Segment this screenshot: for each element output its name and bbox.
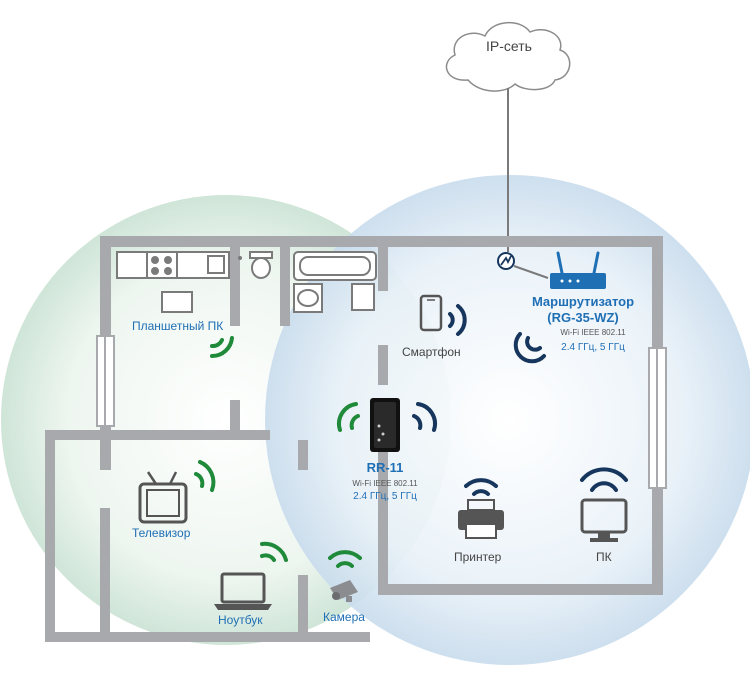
- router-name: Маршрутизатор: [531, 294, 635, 309]
- camera-signal-icon: [328, 550, 362, 568]
- pc-signal-icon: [580, 467, 628, 492]
- repeater-name: RR-11: [366, 460, 404, 475]
- camera-label: Камера: [323, 610, 365, 624]
- laptop-label: Ноутбук: [218, 613, 263, 627]
- printer-label: Принтер: [454, 550, 502, 564]
- camera-icon: [330, 580, 358, 602]
- repeater-spec: Wi-Fi IEEE 802.11: [352, 479, 418, 488]
- smartphone-signal-icon: [448, 304, 467, 336]
- smartphone-label: Смартфон: [402, 345, 461, 359]
- kitchen-furniture: [116, 251, 377, 313]
- pc-icon: [580, 498, 628, 542]
- router-spec: Wi-Fi IEEE 802.11: [560, 328, 626, 337]
- router-signal-icon: [513, 332, 546, 364]
- tv-icon: [138, 471, 188, 524]
- laptop-icon: [214, 572, 272, 610]
- printer-signal-icon: [464, 478, 498, 496]
- router-port-icon: [497, 252, 515, 270]
- cloud-icon: [445, 22, 571, 92]
- repeater-signal-right-icon: [412, 402, 437, 432]
- tv-label: Телевизор: [132, 526, 191, 540]
- tv-signal-icon: [194, 460, 216, 492]
- repeater-signal-left-icon: [337, 402, 360, 432]
- repeater-bands: 2.4 ГГц, 5 ГГц: [353, 491, 417, 502]
- floor-plan: [45, 236, 663, 642]
- pc-label: ПК: [596, 550, 612, 564]
- router-bands: 2.4 ГГц, 5 ГГц: [561, 342, 625, 353]
- router-icon: [497, 251, 606, 289]
- repeater-icon: [370, 398, 400, 452]
- tablet-signal-icon: [210, 336, 234, 359]
- router-model: (RG-35-WZ): [547, 310, 619, 325]
- printer-icon: [458, 499, 504, 539]
- laptop-signal-icon: [260, 541, 288, 562]
- tablet-label: Планшетный ПК: [132, 319, 224, 333]
- cloud-label: IP-сеть: [486, 38, 532, 54]
- smartphone-icon: [419, 294, 443, 332]
